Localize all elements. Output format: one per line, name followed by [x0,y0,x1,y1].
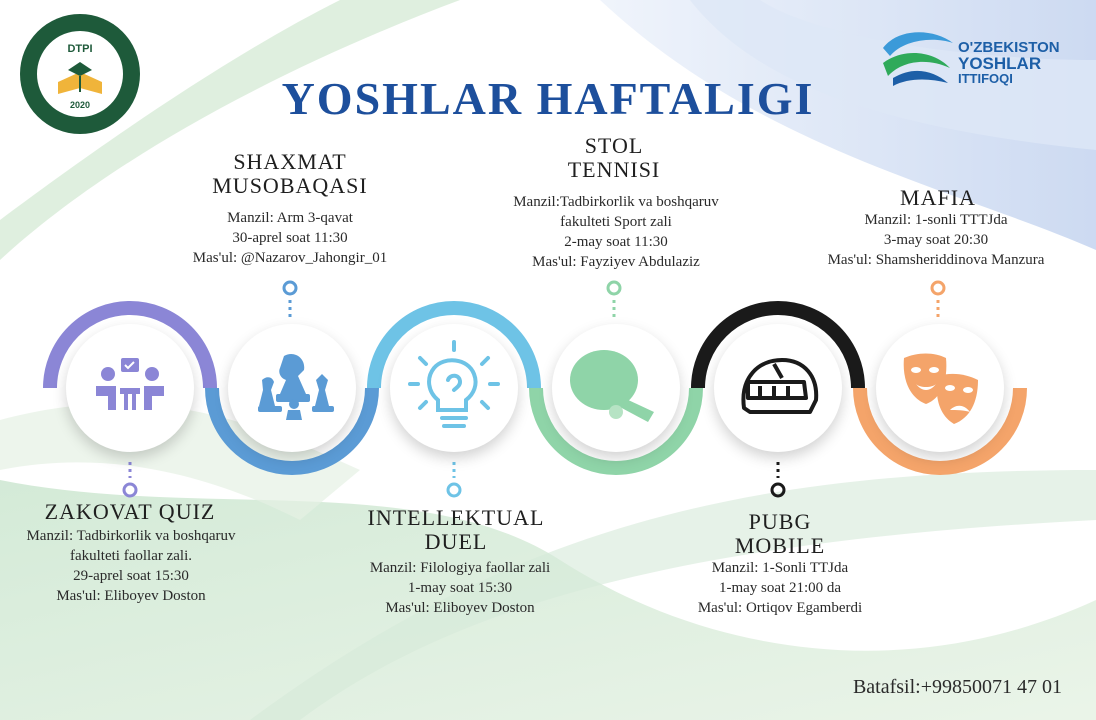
pubg-details: Manzil: 1-Sonli TTJda 1-may soat 21:00 d… [660,558,900,618]
detail-line: Mas'ul: Eliboyev Doston [385,600,535,616]
zakovat-circle [66,324,194,452]
detail-line: 2-may soat 11:30 [564,234,668,250]
detail-line: Mas'ul: Eliboyev Doston [56,588,206,604]
zakovat-details: Manzil: Tadbirkorlik va boshqaruv fakult… [0,526,262,606]
mafia-details: Manzil: 1-sonli TTTJda 3-may soat 20:30 … [800,210,1072,270]
svg-text:2020: 2020 [70,100,90,110]
youth-union-logo: O'ZBEKISTON YOSHLAR ITTIFOQI [878,28,1060,92]
detail-line: Manzil: Filologiya faollar zali [369,560,551,576]
tennis-circle [552,324,680,452]
title-line: MUSOBAQASI [212,173,368,198]
tennis-details: Manzil:Tadbirkorlik va boshqaruv fakulte… [484,192,748,272]
title-line: MAFIA [900,185,976,210]
pubg-circle [714,324,842,452]
teamwork-icon [96,358,164,410]
detail-line: Manzil: Tadbirkorlik va boshqaruv [26,528,236,544]
detail-line: Mas'ul: Shamsheriddinova Manzura [827,252,1045,268]
duel-title: INTELLEKTUAL DUEL [340,506,572,554]
institute-logo: DTPI 2020 [18,12,142,136]
detail-line: Mas'ul: Ortiqov Egamberdi [697,600,863,616]
title-line: PUBG [748,509,812,534]
shaxmat-circle [228,324,356,452]
shaxmat-details: Manzil: Arm 3-qavat 30-aprel soat 11:30 … [170,208,410,268]
mafia-title: MAFIA [838,186,1038,210]
contact-phone: Batafsil:+99850071 47 01 [852,676,1062,698]
detail-line: Manzil: Arm 3-qavat [227,210,353,226]
logo-line-2: YOSHLAR [958,54,1042,73]
duel-details: Manzil: Filologiya faollar zali 1-may so… [340,558,580,618]
detail-line: 1-may soat 15:30 [407,580,513,596]
title-line: INTELLEKTUAL [367,505,545,530]
title-line: STOL [584,133,644,158]
theater-masks-icon [903,353,978,424]
title-line: ZAKOVAT QUIZ [44,499,216,524]
detail-line: Manzil: 1-sonli TTTJda [864,212,1008,228]
svg-text:DTPI: DTPI [67,43,92,55]
mafia-circle [876,324,1004,452]
detail-line: 1-may soat 21:00 da [718,580,842,596]
title-line: SHAXMAT [233,149,347,174]
pubg-title: PUBG MOBILE [680,510,880,558]
detail-line: Mas'ul: Fayziyev Abdulaziz [532,254,700,270]
detail-line: Mas'ul: @Nazarov_Jahongir_01 [192,250,388,266]
detail-line: Manzil:Tadbirkorlik va boshqaruv [513,194,719,210]
tennis-title: STOL TENNISI [514,134,714,182]
chess-icon [258,353,334,420]
page-title: YOSHLAR HAFTALIGI [281,73,815,124]
detail-line: 30-aprel soat 11:30 [232,230,348,246]
duel-circle [390,324,518,452]
detail-line: 3-may soat 20:30 [883,232,989,248]
logo-line-1: O'ZBEKISTON [958,39,1060,56]
detail-line: fakulteti Sport zali [560,214,672,230]
detail-line: fakulteti faollar zali. [69,548,193,564]
title-line: TENNISI [567,157,661,182]
helmet-icon [741,358,819,414]
lightbulb-head-icon [408,340,500,428]
ping-pong-icon [570,350,654,422]
title-line: MOBILE [734,533,826,558]
shaxmat-title: SHAXMAT MUSOBAQASI [190,150,390,198]
logo-line-3: ITTIFOQI [958,71,1013,86]
title-line: DUEL [424,529,488,554]
detail-line: 29-aprel soat 15:30 [73,568,189,584]
detail-line: Manzil: 1-Sonli TTJda [711,560,849,576]
zakovat-title: ZAKOVAT QUIZ [0,500,260,524]
